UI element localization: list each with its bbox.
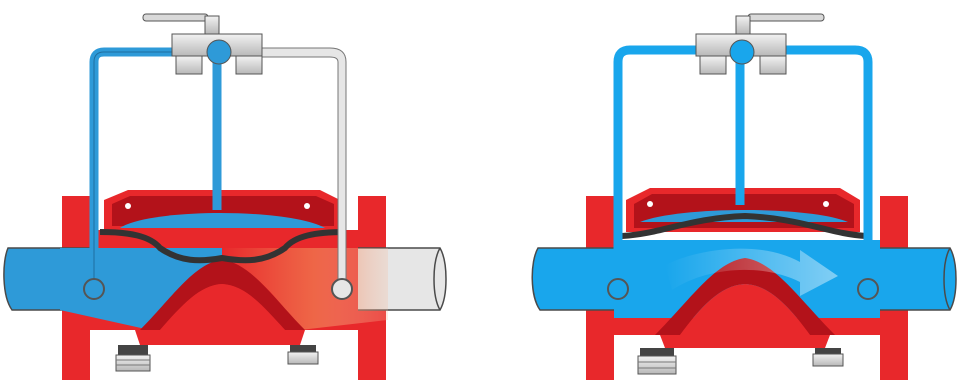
- panel-closed: [4, 14, 446, 380]
- panel-open: [532, 14, 956, 380]
- ball-valve-icon[interactable]: [143, 14, 262, 74]
- drain-plug-icon: [116, 345, 150, 371]
- drain-plug-icon: [813, 348, 843, 366]
- ball-valve-icon[interactable]: [696, 14, 824, 74]
- drain-plug-icon: [288, 345, 318, 364]
- drain-plug-icon: [638, 348, 676, 374]
